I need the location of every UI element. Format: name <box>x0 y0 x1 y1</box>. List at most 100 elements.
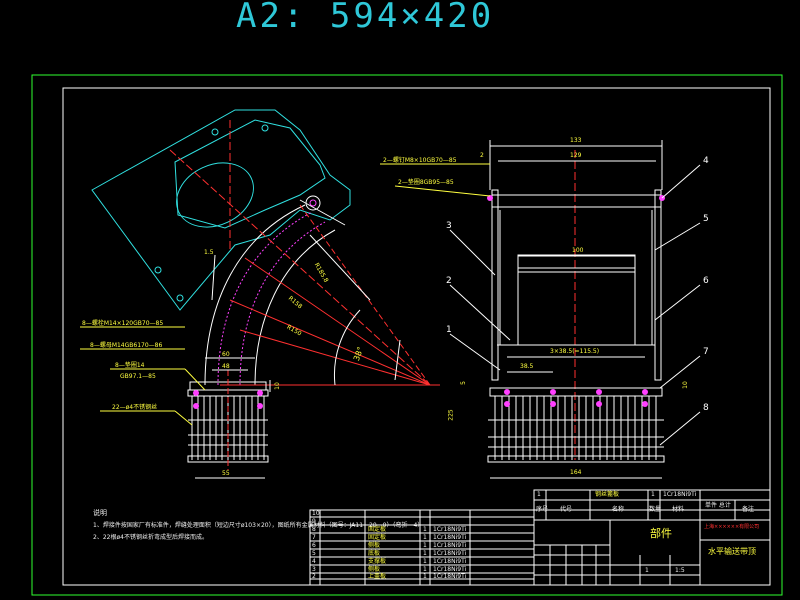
dim-3x38-5: 3×38.5(=115.5) <box>550 348 600 355</box>
notes-line-1: 1、焊接件按国家厂有标准件，焊缝处理面积（短边尺寸ø103×20），图纸所有金属… <box>93 522 424 529</box>
bom-row-2-mat: 1Cr18Ni9Ti <box>433 573 467 580</box>
bom-row-8-no: 8 <box>312 526 316 533</box>
right-inner-channel <box>499 210 653 346</box>
dim-5: 5 <box>459 381 467 385</box>
bracket-inner <box>174 119 326 229</box>
right-bolts <box>487 195 665 407</box>
notes-heading: 说明 <box>93 509 107 517</box>
radial-2 <box>244 257 431 386</box>
balloon-6: 6 <box>703 276 709 286</box>
bracket-plate <box>91 109 351 311</box>
bom-row-6-name: 侧板 <box>368 542 381 549</box>
axis-diag <box>169 149 431 386</box>
notes-line-2: 2、22根ø4不锈钢丝折弯成型后焊接而成。 <box>93 534 208 541</box>
bom-row-7-mat: 1Cr18Ni9Ti <box>433 534 467 541</box>
dim-48: 48 <box>222 363 230 370</box>
bom-row-4-mat: 1Cr18Ni9Ti <box>433 558 467 565</box>
pivot-dot <box>309 199 317 207</box>
right-inner-box <box>517 267 636 273</box>
bom-header-no: 序号 <box>536 506 549 513</box>
bom-row-7-qty: 1 <box>423 534 427 541</box>
bom-row-8-mat: 1Cr18Ni9Ti <box>433 526 467 533</box>
title-block-part: 部件 <box>650 527 672 540</box>
balloon-8: 8 <box>703 403 709 413</box>
callout-nut-m14: 8—螺母M14GB6170—86 <box>90 342 163 349</box>
bom-row-4-qty: 1 <box>423 558 427 565</box>
bom-header-code: 代号 <box>560 506 573 513</box>
callout-washer-8: 2—垫圈8GB95—85 <box>398 179 454 186</box>
callout-wire: 22—ø4不锈钢丝 <box>112 404 158 411</box>
dim-133: 133 <box>570 137 582 144</box>
arc-guide <box>309 234 371 301</box>
right-bottom-plate <box>487 455 665 463</box>
title-block-sheet: 1 <box>645 567 649 574</box>
right-top-plate <box>491 194 662 208</box>
bom-row-6-qty: 1 <box>423 542 427 549</box>
balloon-2: 2 <box>446 276 452 286</box>
left-view <box>80 109 440 479</box>
dim-38-5: 38.5 <box>520 363 534 370</box>
bom-row-4-name: 支撑板 <box>368 558 387 565</box>
right-side-plate-right <box>654 189 662 381</box>
balloon-7: 7 <box>703 347 709 357</box>
bom-row-7-name: 固定板 <box>368 534 387 541</box>
dim-2: 2 <box>480 152 484 159</box>
dim-225: 225 <box>447 409 455 421</box>
callout-screw-m8: 2—螺钉M8×10GB70—85 <box>383 157 457 164</box>
bom-row-1-no: 1 <box>537 491 541 498</box>
bolt-hole-1 <box>154 266 162 274</box>
bom-header-remark: 备注 <box>742 506 755 513</box>
bom-header-mat: 材料 <box>672 506 685 513</box>
chute-mid2 <box>239 221 326 386</box>
bom-row-1-name: 钢丝篦板 <box>595 491 620 498</box>
bolt-hole-3 <box>211 128 219 136</box>
sheet-size-title: A2: 594×420 <box>236 0 495 36</box>
bom-header-name: 名称 <box>612 506 625 513</box>
chute-top-edge <box>299 199 346 226</box>
right-rod-array <box>494 396 657 460</box>
outer-frame <box>31 74 783 596</box>
bom-row-6-no: 6 <box>312 542 316 549</box>
radial-3 <box>229 299 431 386</box>
title-block <box>309 489 771 586</box>
pivot-circle <box>305 195 321 211</box>
bom-row-5-name: 底板 <box>368 550 381 557</box>
balloon-3: 3 <box>446 221 452 231</box>
bom-row-8-name: 固定板 <box>368 526 387 533</box>
arc-ext-1 <box>394 339 401 381</box>
callout-gb97: GB97.1—85 <box>120 373 156 380</box>
bom-row-7-no: 7 <box>312 534 316 541</box>
bom-row-10-no: 10 <box>312 510 320 517</box>
title-block-company: 上海××××××有限公司 <box>704 524 760 530</box>
bom-row-5-mat: 1Cr18Ni9Ti <box>433 550 467 557</box>
balloon-5: 5 <box>703 214 709 224</box>
title-block-drawing-title: 水平输送带顶 <box>708 547 756 556</box>
dim-55: 55 <box>222 470 230 477</box>
dim-100: 100 <box>572 247 584 254</box>
callout-bolt-m14: 8—螺栓M14×120GB70—85 <box>82 320 164 327</box>
bom-row-4-no: 4 <box>312 558 316 565</box>
bom-row-2-no: 2 <box>312 573 316 580</box>
bom-row-5-qty: 1 <box>423 550 427 557</box>
left-bolts <box>193 390 263 409</box>
bom-row-8-qty: 1 <box>423 526 427 533</box>
callout-washer-14: 8—垫圈14 <box>115 362 145 369</box>
angle-arc <box>333 309 361 386</box>
dim-10-right: 10 <box>681 381 689 389</box>
dim-1-5: 1.5 <box>204 249 214 256</box>
right-side-plate-left <box>491 189 499 381</box>
radial-4 <box>239 329 431 386</box>
dim-129: 129 <box>570 152 582 159</box>
bom-row-2-name: 上盖板 <box>368 573 387 580</box>
bom-row-2-qty: 1 <box>423 573 427 580</box>
bolt-hole-4 <box>261 124 269 132</box>
bom-row-3-no: 3 <box>312 566 316 573</box>
right-view <box>380 140 701 479</box>
chute-mid <box>217 211 313 386</box>
bolt-hole-2 <box>176 294 184 302</box>
title-block-scale: 1:5 <box>675 567 685 574</box>
dim-164: 164 <box>570 469 582 476</box>
dim-10-left: 10 <box>273 382 281 390</box>
balloon-4: 4 <box>703 156 709 166</box>
